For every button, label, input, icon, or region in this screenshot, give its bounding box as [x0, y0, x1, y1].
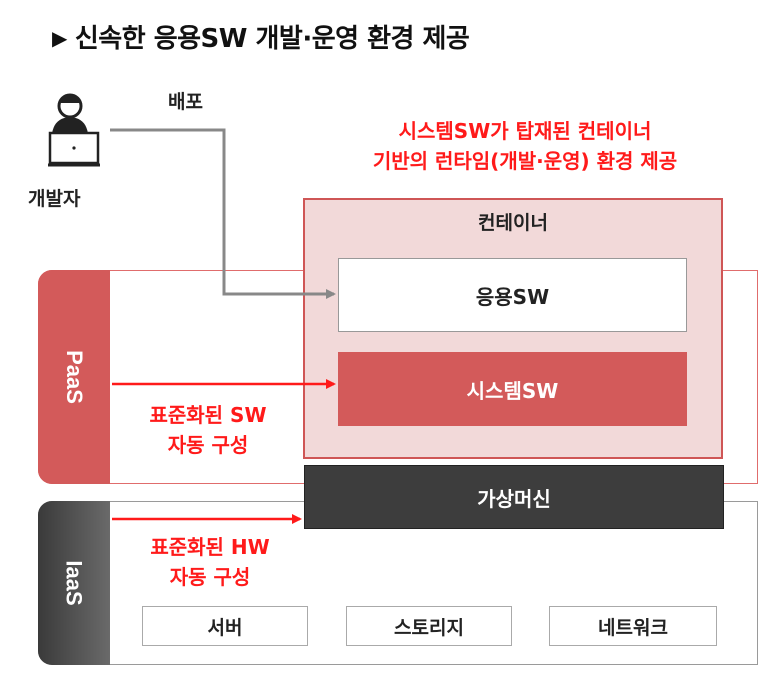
sw-auto-line-1: 표준화된 SW: [149, 403, 267, 427]
system-sw-label: 시스템SW: [466, 378, 559, 403]
server-box: 서버: [142, 606, 308, 646]
iaas-tab: [38, 501, 110, 665]
virtual-machine-label: 가상머신: [477, 486, 551, 511]
app-sw-label: 응용SW: [475, 284, 550, 309]
system-sw-box: 시스템SW: [338, 352, 687, 426]
network-label: 네트워크: [598, 616, 668, 639]
page-title: ▶ 신속한 응용SW 개발·운영 환경 제공: [52, 18, 470, 55]
hw-auto-config-label: 표준화된 HW 자동 구성: [115, 532, 305, 592]
virtual-machine-box: 가상머신: [304, 465, 724, 529]
note-line-1: 시스템SW가 탑재된 컨테이너: [398, 119, 652, 143]
triangle-marker-icon: ▶: [52, 26, 67, 50]
sw-auto-line-2: 자동 구성: [167, 433, 249, 457]
container-runtime-note: 시스템SW가 탑재된 컨테이너 기반의 런타임(개발·운영) 환경 제공: [290, 116, 760, 176]
network-box: 네트워크: [549, 606, 717, 646]
page-title-text: 신속한 응용SW 개발·운영 환경 제공: [74, 24, 470, 54]
server-label: 서버: [207, 616, 243, 639]
hw-auto-line-1: 표준화된 HW: [150, 535, 270, 559]
hw-auto-line-2: 자동 구성: [169, 565, 251, 589]
deploy-arrow: [110, 128, 336, 299]
developer-icon: [48, 93, 100, 167]
storage-label: 스토리지: [394, 616, 464, 639]
sw-auto-config-label: 표준화된 SW 자동 구성: [118, 400, 298, 460]
storage-box: 스토리지: [346, 606, 512, 646]
container-label: 컨테이너: [478, 212, 548, 234]
paas-tab: [38, 270, 110, 484]
deploy-label: 배포: [168, 91, 203, 113]
developer-label: 개발자: [28, 188, 81, 210]
note-line-2: 기반의 런타임(개발·운영) 환경 제공: [372, 149, 678, 173]
app-sw-box: 응용SW: [338, 258, 687, 332]
